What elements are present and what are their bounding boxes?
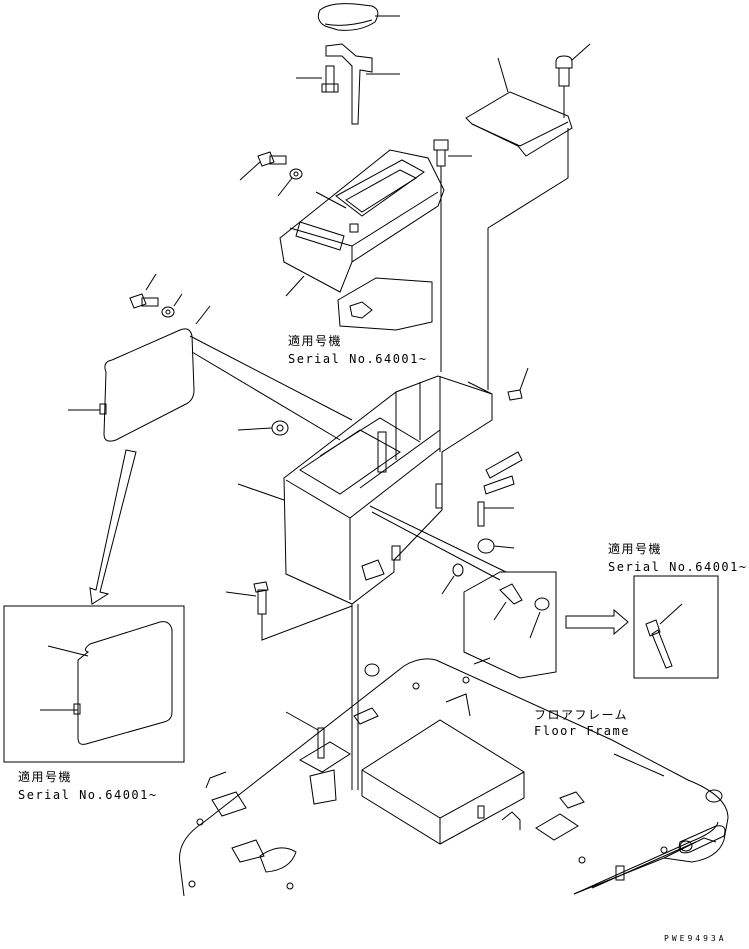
washer-side-cover [162, 294, 182, 317]
inset-box-top [338, 278, 432, 330]
inset-box-center [464, 572, 556, 678]
serial-right-jp: 適用号機 [608, 542, 663, 556]
serial-left-jp: 適用号機 [18, 770, 73, 784]
floor-frame-en: Floor Frame [534, 724, 630, 738]
grommet [238, 421, 288, 435]
bushing [442, 564, 463, 594]
serial-right-en: Serial No.64001~ [608, 560, 748, 574]
armrest-pad [318, 4, 400, 31]
serial-left-en: Serial No.64001~ [18, 788, 158, 802]
bolt-housing [240, 152, 286, 180]
bolt-top-left [296, 66, 338, 92]
bracket-stay [326, 44, 400, 124]
floor-frame [180, 658, 729, 896]
upper-cover-plate [466, 58, 572, 156]
pin [478, 502, 514, 526]
side-cover [68, 329, 194, 441]
serial-top-jp: 適用号機 [288, 334, 343, 348]
inset-box-left [4, 606, 184, 762]
bolt-lower-left [226, 582, 352, 640]
serial-top-en: Serial No.64001~ [288, 352, 428, 366]
drawing-code: PWE9493A [664, 934, 727, 943]
plate-a [484, 452, 522, 494]
small-bracket-right [508, 368, 528, 400]
inset-box-right [634, 576, 718, 678]
console-top-housing [280, 150, 444, 292]
bolt-center [434, 140, 472, 372]
arrow-to-inset [90, 450, 136, 604]
floor-frame-jp: フロアフレーム [534, 708, 629, 722]
knob [478, 539, 514, 553]
arrow-right [566, 610, 628, 634]
washer-housing [278, 169, 302, 196]
bolt-top-right [556, 44, 590, 118]
console-box [238, 376, 492, 604]
bolt-side-cover [130, 274, 158, 308]
